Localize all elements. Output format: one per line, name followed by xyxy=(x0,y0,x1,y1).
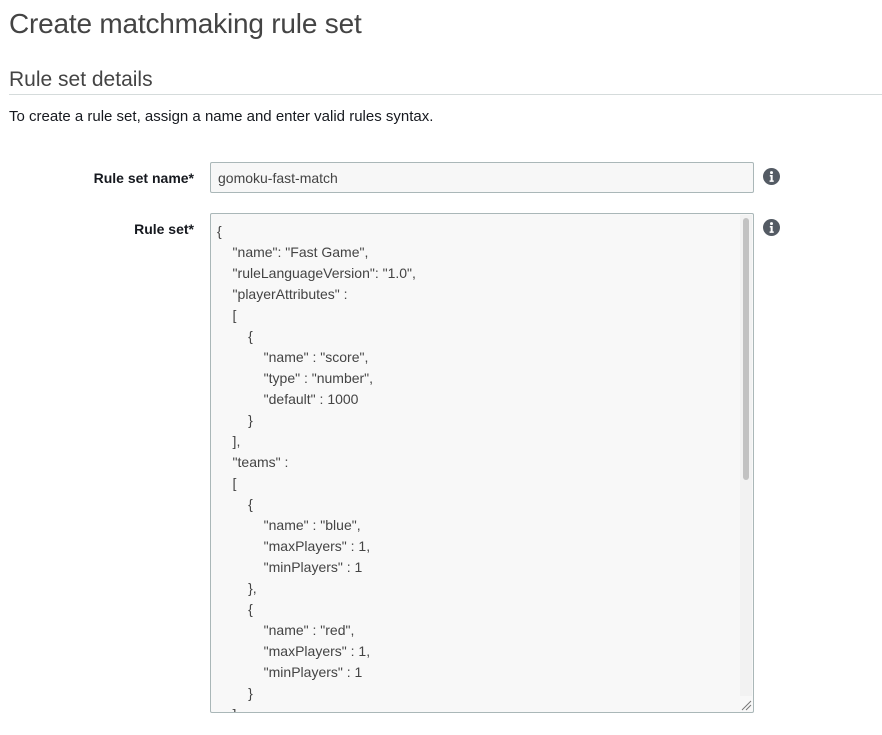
info-icon[interactable] xyxy=(763,168,780,185)
scrollbar-thumb[interactable] xyxy=(743,218,749,480)
section-divider xyxy=(9,94,882,95)
rule-set-editor: { "name": "Fast Game", "ruleLanguageVers… xyxy=(210,213,754,713)
rule-set-name-label: Rule set name* xyxy=(93,170,194,186)
page-title: Create matchmaking rule set xyxy=(9,8,362,39)
rule-set-name-input[interactable] xyxy=(210,162,754,193)
resize-grip-icon[interactable] xyxy=(740,699,752,711)
rule-set-textarea[interactable]: { "name": "Fast Game", "ruleLanguageVers… xyxy=(211,214,739,712)
rule-set-label: Rule set* xyxy=(134,221,194,237)
vertical-scrollbar[interactable] xyxy=(740,215,752,696)
section-title: Rule set details xyxy=(9,68,153,91)
section-description: To create a rule set, assign a name and … xyxy=(9,108,434,125)
info-icon[interactable] xyxy=(763,219,780,236)
